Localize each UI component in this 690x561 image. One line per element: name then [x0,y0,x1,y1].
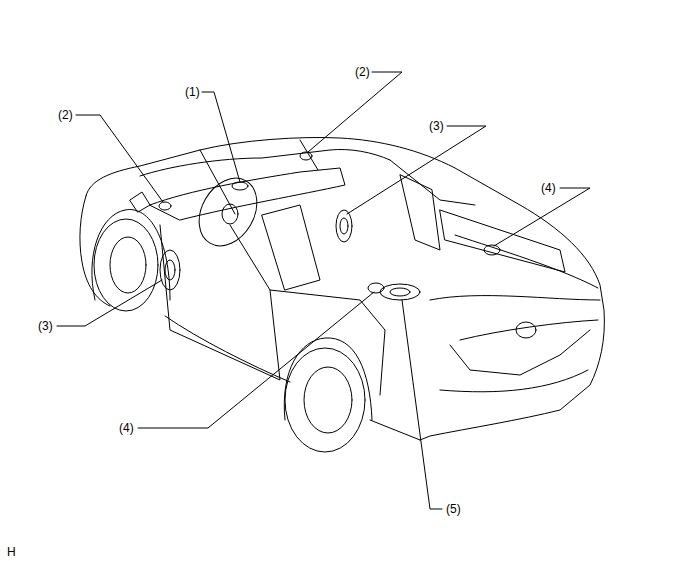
steering-hub [222,204,238,224]
leader-line [76,115,163,202]
car-sill-rear [370,420,420,440]
front-wheel-hub [110,237,146,293]
emblem [516,322,536,338]
rear-wheel [285,348,365,452]
seat [400,175,440,250]
front-door [160,225,280,380]
speaker [484,245,500,255]
rear-deck [455,235,598,288]
rear-wheel-arch [284,338,372,420]
speaker [340,218,348,234]
callout-number: (3) [37,319,54,333]
dashboard [150,168,345,220]
leader-line [138,292,374,428]
car-body [86,138,604,441]
speaker [380,284,420,300]
leader-line [308,72,402,152]
car-sill [165,316,290,382]
rear-wheel-hub [304,367,352,433]
rear-door [270,290,385,395]
callout-number: (4) [540,181,557,195]
callout-number: (5) [445,502,462,516]
trunk-lid [430,296,600,340]
speaker [160,250,180,290]
leader-line [402,300,442,509]
steering-wheel [187,168,268,256]
leader-line [494,188,590,246]
leader-line [347,126,486,214]
tail-lamp [450,330,590,375]
rear-bumper [440,370,588,392]
center-console [262,205,320,290]
speaker [165,260,175,280]
speaker [368,283,384,293]
leader-line [202,92,240,182]
speaker [390,288,410,296]
speaker [159,202,171,210]
speaker [336,210,352,242]
front-wheel [94,219,158,311]
speaker [232,182,248,190]
callout-number: (2) [354,65,371,79]
callout-number: (3) [428,119,445,133]
front-wheel-arch [92,210,170,300]
windshield [140,149,390,176]
figure-code: H [6,545,17,559]
callout-number: (1) [184,85,201,99]
leader-line [57,280,162,326]
mirror [130,192,150,212]
callout-number: (4) [118,421,135,435]
callout-number: (2) [57,108,74,122]
speaker [300,152,312,160]
